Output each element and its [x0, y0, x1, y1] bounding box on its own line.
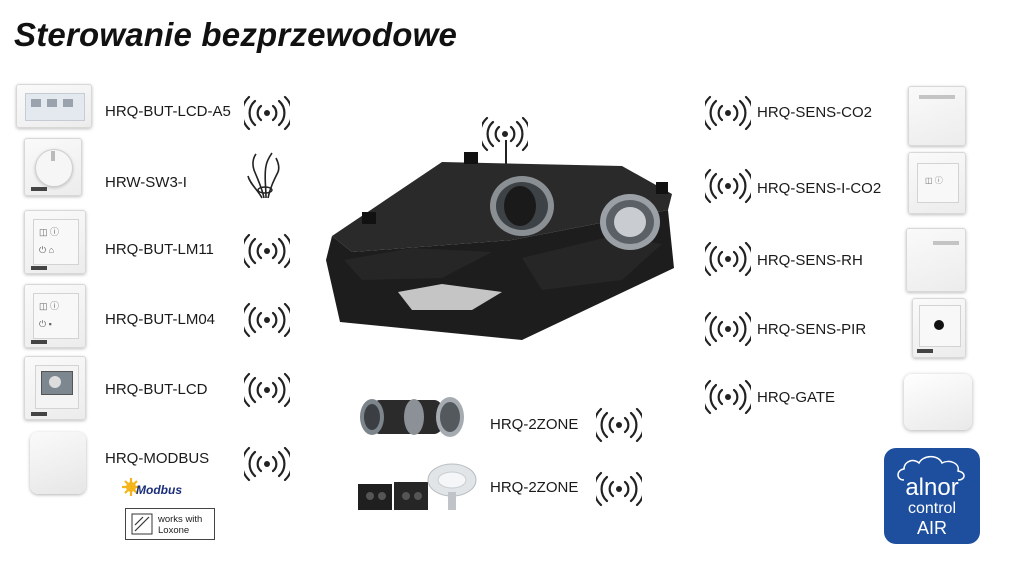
- loxone-line2: Loxone: [158, 525, 190, 536]
- alnor-control-air-logo: alnor control AIR: [884, 448, 980, 544]
- brand-line1: alnor: [905, 474, 959, 501]
- brand-line3: AIR: [916, 518, 947, 538]
- page-title: Sterowanie bezprzewodowe: [14, 16, 458, 53]
- brand-line2: control: [907, 500, 957, 517]
- device-label: HRQ-SENS-CO2: [757, 104, 873, 121]
- wireless-signal-icon: [705, 95, 751, 131]
- hrq-2zone-box-image: [358, 463, 477, 510]
- device-label: HRQ-BUT-LCD-A5: [105, 103, 231, 120]
- wireless-signal-icon: [596, 471, 642, 507]
- device-label: HRQ-SENS-PIR: [757, 321, 867, 338]
- loxone-line1: works with: [158, 514, 203, 525]
- ventilation-unit-image: [326, 140, 674, 340]
- wireless-signal-icon: [244, 302, 290, 338]
- hrq-sens-co2-image: [908, 86, 966, 146]
- hrq-gate-image: [904, 374, 972, 430]
- device-label: HRW-SW3-I: [105, 174, 187, 191]
- hrq-modbus-image: [30, 432, 86, 494]
- wireless-signal-icon: [244, 372, 290, 408]
- wire-cable-icon: [247, 152, 280, 199]
- wireless-signal-icon: [705, 241, 751, 277]
- hrq-2zone-damper-image: [360, 397, 464, 437]
- hrq-sens-i-co2-image: ◫ ⓘ: [908, 152, 966, 214]
- wireless-signal-icon: [244, 446, 290, 482]
- device-label: HRQ-MODBUS: [105, 450, 210, 467]
- wireless-signal-icon: [244, 95, 290, 131]
- loxone-logo-icon: [131, 513, 153, 535]
- wireless-signal-icon: [705, 379, 751, 415]
- hrq-but-lm11-image: ◫ ⓘ ⏻ ⌂: [24, 210, 86, 274]
- wireless-signal-icon: [705, 311, 751, 347]
- device-label: HRQ-BUT-LCD: [105, 381, 208, 398]
- device-label: HRQ-SENS-I-CO2: [757, 180, 882, 197]
- hrq-but-lcd-image: [24, 356, 86, 420]
- device-label: HRQ-2ZONE: [490, 416, 579, 433]
- modbus-label: Modbus: [136, 483, 182, 497]
- hrq-but-lm04-image: ◫ ⓘ ⏻ ▪: [24, 284, 86, 348]
- hrq-sens-rh-image: [906, 228, 966, 292]
- wireless-signal-icon: [596, 407, 642, 443]
- hrw-sw3-i-image: [24, 138, 82, 196]
- modbus-logo-icon: [122, 478, 140, 496]
- device-label: HRQ-BUT-LM11: [105, 241, 214, 258]
- cloud-icon: [897, 455, 965, 481]
- device-label: HRQ-GATE: [757, 389, 836, 406]
- loxone-badge: works with Loxone: [125, 508, 215, 540]
- wireless-signal-icon: [705, 168, 751, 204]
- hrq-but-lcd-a5-image: [16, 84, 92, 128]
- device-label: HRQ-SENS-RH: [757, 252, 863, 269]
- wireless-signal-icon: [244, 233, 290, 269]
- device-label: HRQ-2ZONE: [490, 479, 579, 496]
- device-label: HRQ-BUT-LM04: [105, 311, 216, 328]
- hrq-sens-pir-image: [912, 298, 966, 358]
